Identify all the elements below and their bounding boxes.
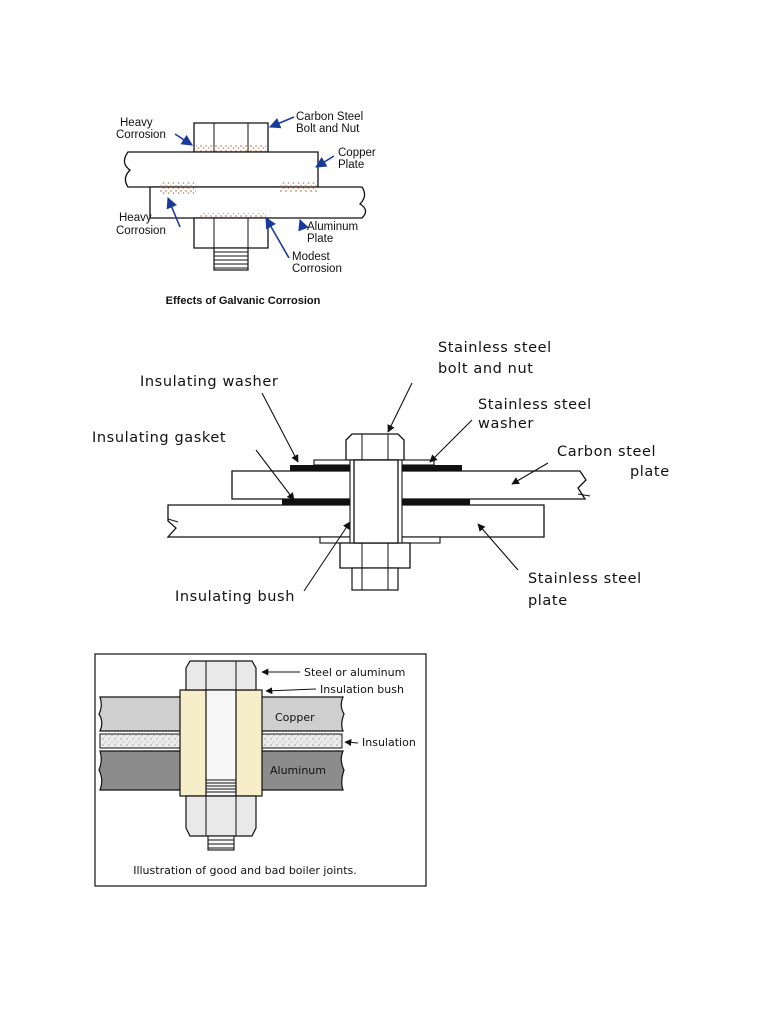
copper-plate <box>123 151 319 188</box>
label-copper: Copper <box>275 711 315 724</box>
label-heavy-corrosion-top-2: Corrosion <box>116 129 166 141</box>
ss-bottom-nut <box>339 542 411 569</box>
figure-insulated-joint: Stainless steel bolt and nut Insulating … <box>92 340 670 609</box>
label-heavy-corrosion-bottom-1: Heavy <box>119 212 152 224</box>
label-heavy-corrosion-top-1: Heavy <box>120 117 153 129</box>
ss-top-nut <box>345 433 405 461</box>
bolt-threads <box>213 247 249 271</box>
label-insulating-gasket: Insulating gasket <box>92 430 226 446</box>
label-carbon-steel-plate-1: Carbon steel <box>557 444 656 460</box>
label-modest-corrosion-2: Corrosion <box>292 263 342 275</box>
aluminum-plate <box>149 186 367 219</box>
label-insulation-bush: Insulation bush <box>320 683 404 696</box>
bottom-nut <box>193 217 269 249</box>
caption-boiler-joints: Illustration of good and bad boiler join… <box>133 864 357 877</box>
label-copper-plate-2: Plate <box>338 159 364 171</box>
label-aluminum: Aluminum <box>270 764 326 777</box>
figure-galvanic-corrosion: Heavy Corrosion Carbon Steel Bolt and Nu… <box>116 111 376 307</box>
label-copper-plate-1: Copper <box>338 147 376 159</box>
insulating-gasket-right <box>402 499 470 505</box>
interface-corrosion-left <box>160 182 196 194</box>
steel-top-nut <box>185 660 257 691</box>
label-steel-or-aluminum: Steel or aluminum <box>304 666 405 679</box>
insulating-washer-right <box>402 465 462 471</box>
steel-bottom-nut <box>185 795 257 837</box>
interface-corrosion-right <box>280 182 318 192</box>
steel-bolt-end <box>207 835 235 851</box>
insulating-washer-left <box>290 465 350 471</box>
label-ss-bolt-2: bolt and nut <box>438 361 534 377</box>
figure-boiler-joint: Steel or aluminum Insulation bush Copper… <box>94 653 427 887</box>
label-carbon-steel-2: Bolt and Nut <box>296 123 360 135</box>
caption-galvanic: Effects of Galvanic Corrosion <box>166 295 321 307</box>
ss-bolt-shank <box>353 459 399 544</box>
label-insulating-bush: Insulating bush <box>175 589 295 605</box>
label-insulating-washer: Insulating washer <box>140 374 278 390</box>
bottom-corrosion <box>200 213 266 219</box>
carbon-steel-plate <box>231 470 587 500</box>
label-ss-washer-2: washer <box>478 416 534 432</box>
label-ss-plate-2: plate <box>528 593 568 609</box>
label-aluminum-plate-2: Plate <box>307 233 333 245</box>
label-carbon-steel-1: Carbon Steel <box>296 111 363 123</box>
label-ss-plate-1: Stainless steel <box>528 571 642 587</box>
top-corrosion <box>196 144 266 152</box>
label-ss-washer-1: Stainless steel <box>478 397 592 413</box>
insulating-gasket-left <box>282 499 350 505</box>
steel-bolt-shank <box>205 689 237 797</box>
label-aluminum-plate-1: Aluminum <box>307 221 358 233</box>
label-carbon-steel-plate-2: plate <box>630 464 670 480</box>
label-heavy-corrosion-bottom-2: Corrosion <box>116 225 166 237</box>
label-modest-corrosion-1: Modest <box>292 251 331 263</box>
label-insulation: Insulation <box>362 736 416 749</box>
label-ss-bolt-1: Stainless steel <box>438 340 552 356</box>
ss-bolt-end <box>351 567 399 591</box>
